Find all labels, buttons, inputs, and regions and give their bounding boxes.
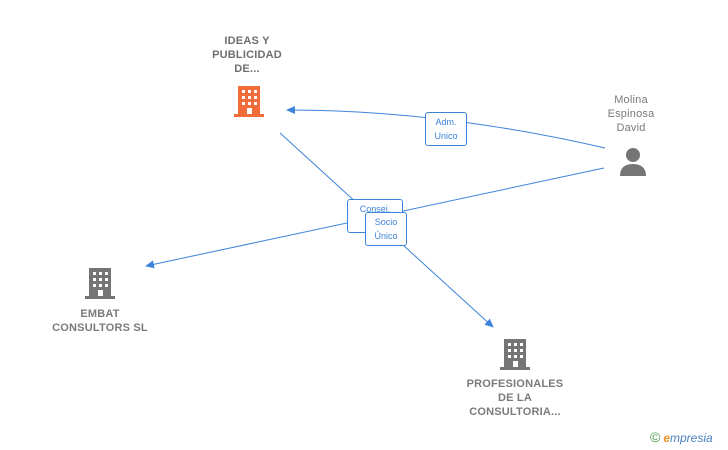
edge-label-line: Consej.	[359, 204, 391, 214]
node-label-line: DE...	[234, 63, 260, 75]
node-label-profesionales[interactable]: PROFESIONALES DE LA CONSULTORIA...	[455, 377, 575, 419]
edge-label-line: Adm.	[435, 117, 457, 127]
node-label-line: IDEAS Y	[224, 35, 270, 47]
node-label-line: Espinosa	[607, 108, 655, 120]
node-label-line: CONSULTORIA...	[469, 406, 561, 418]
brand-logo: ©empresia	[650, 429, 713, 445]
copyright-icon: ©	[650, 429, 661, 445]
building-icon[interactable]	[499, 337, 531, 371]
edge-label-adm-unico[interactable]: Adm. Unico	[425, 112, 467, 146]
node-label-line: David	[616, 122, 646, 134]
building-icon[interactable]	[84, 266, 116, 300]
edge-label-line: Socio	[374, 217, 398, 227]
node-label-line: CONSULTORS SL	[52, 322, 148, 334]
node-label-line: PUBLICIDAD	[212, 49, 282, 61]
node-label-molina[interactable]: Molina Espinosa David	[596, 93, 666, 135]
person-icon[interactable]	[617, 145, 649, 177]
node-label-line: EMBAT	[80, 308, 120, 320]
node-label-line: DE LA	[498, 392, 532, 404]
edge-label-line: Unico	[434, 131, 458, 141]
node-label-line: PROFESIONALES	[466, 378, 564, 390]
brand-name: mpresia	[670, 431, 713, 445]
node-label-embat[interactable]: EMBAT CONSULTORS SL	[40, 307, 160, 335]
building-icon[interactable]	[233, 84, 265, 118]
edge-label-socio-unico[interactable]: Socio Único	[365, 212, 407, 246]
node-label-line: Molina	[614, 94, 648, 106]
edge-label-line: Único	[374, 231, 398, 241]
node-label-ideas[interactable]: IDEAS Y PUBLICIDAD DE...	[197, 34, 297, 76]
brand-initial: e	[663, 431, 671, 445]
